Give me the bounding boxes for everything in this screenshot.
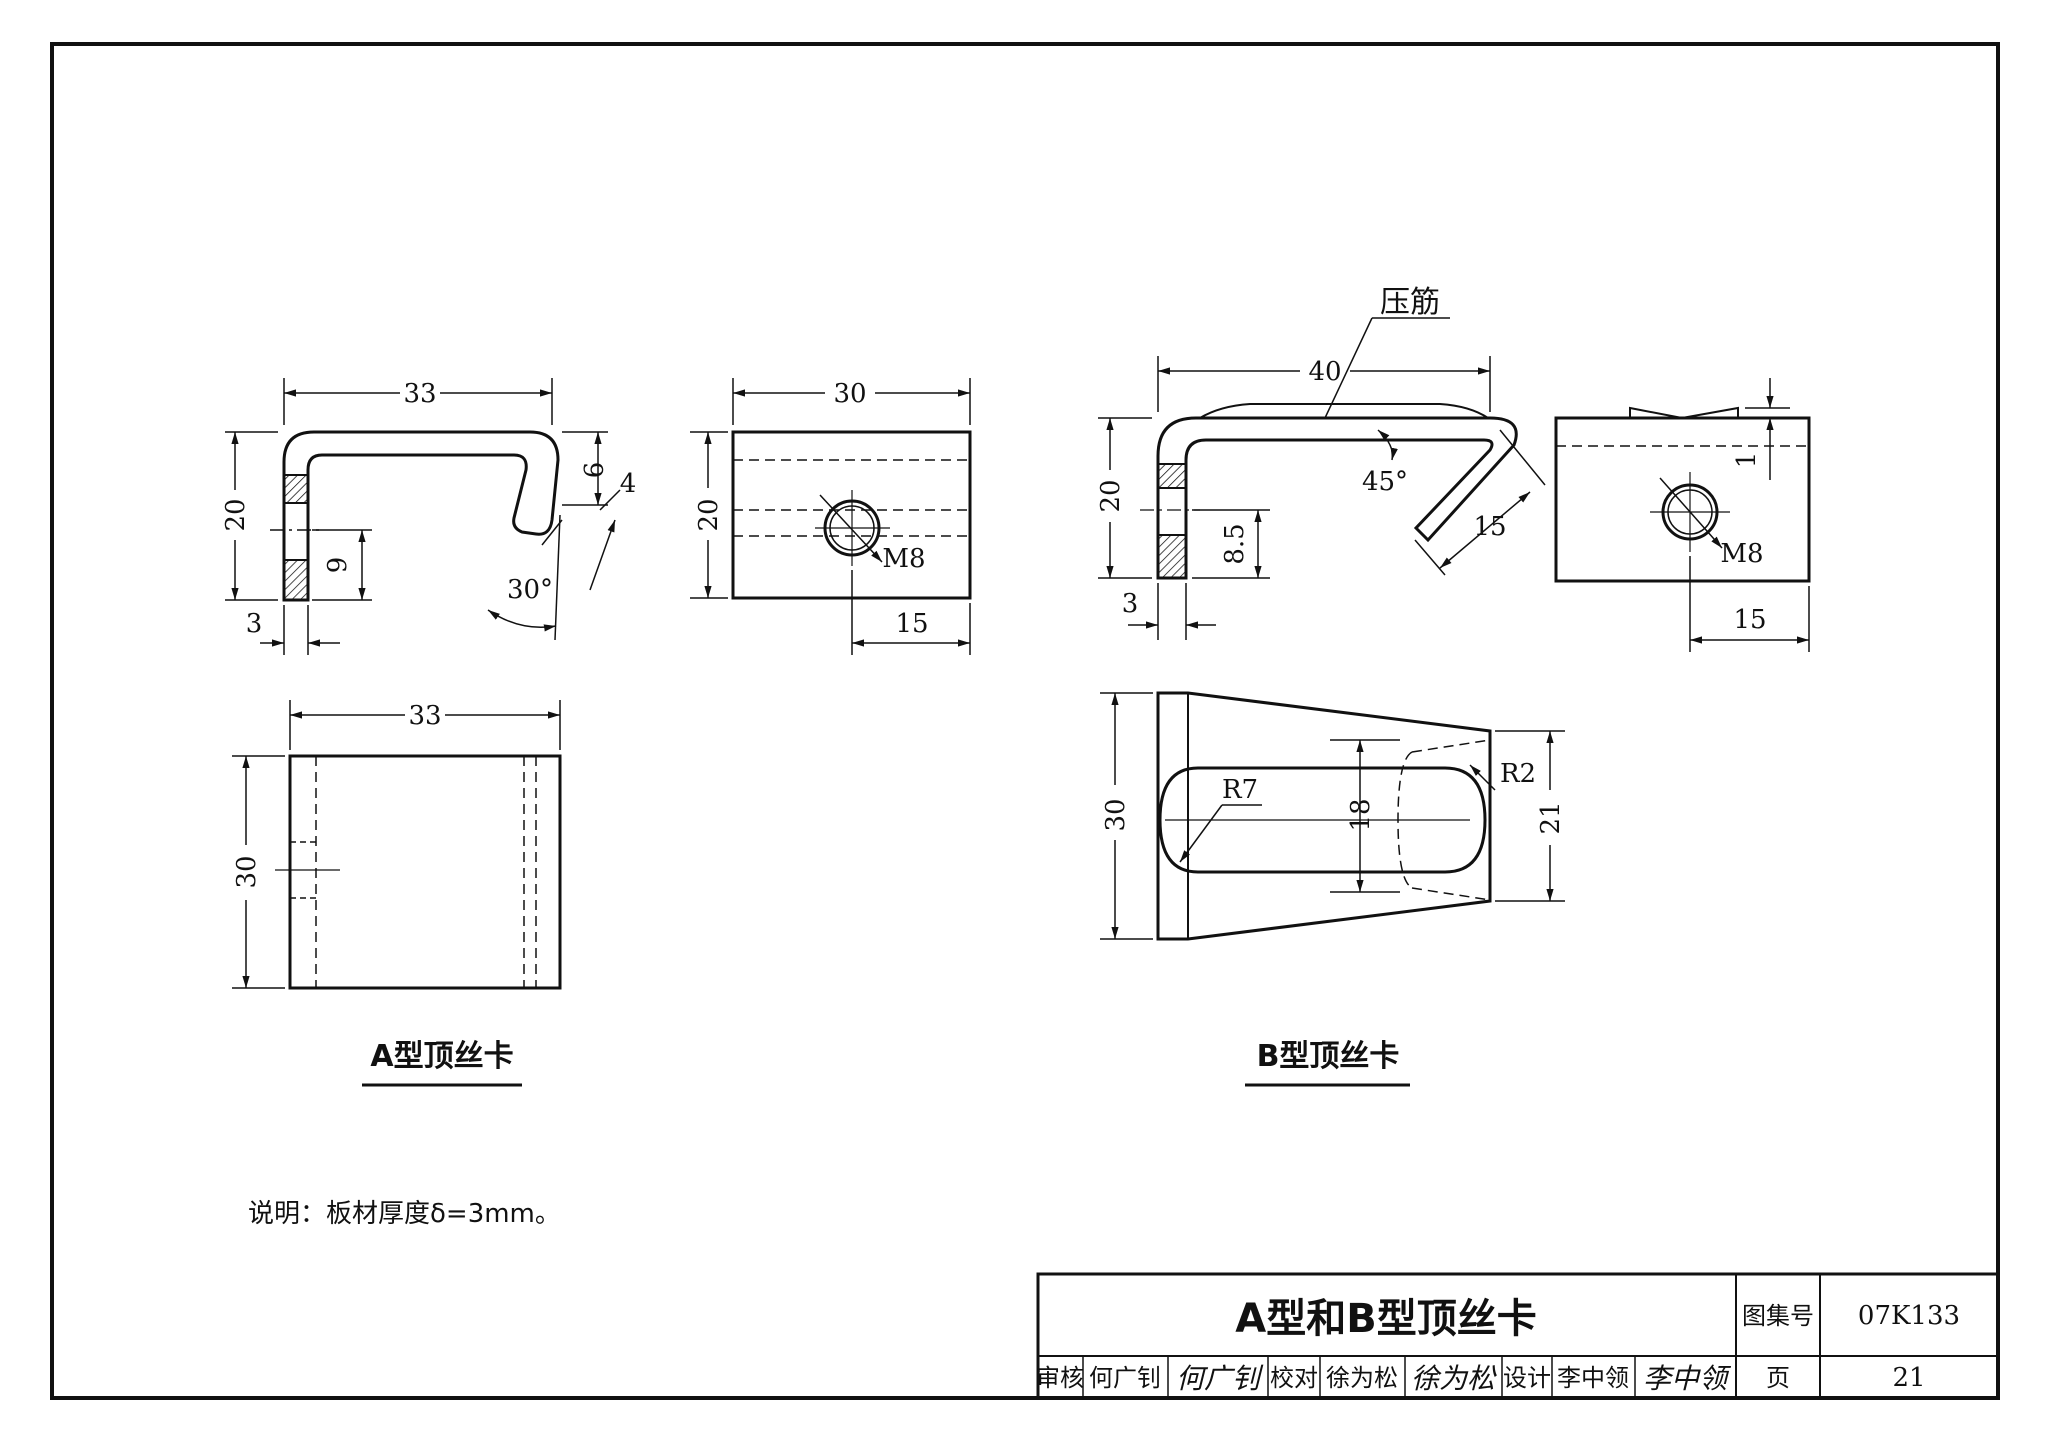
a-plan-view <box>232 700 562 990</box>
b-front-height-dim: 20 <box>1096 479 1126 512</box>
a-front-thick-dim: 3 <box>246 609 263 639</box>
b-front-view <box>1098 317 1546 640</box>
check-label: 校对 <box>1270 1364 1318 1392</box>
b-side-view <box>1554 378 1811 652</box>
atlas-label: 图集号 <box>1742 1302 1814 1330</box>
a-front-tip-dim: 4 <box>620 469 637 499</box>
b-plan-view <box>1100 691 1565 941</box>
b-front-thick-dim: 3 <box>1122 589 1139 619</box>
caption-a: A型顶丝卡 <box>370 1039 513 1074</box>
a-side-height-dim: 20 <box>694 498 724 531</box>
page-label: 页 <box>1766 1364 1790 1392</box>
atlas-no: 07K133 <box>1858 1301 1960 1331</box>
a-front-top-dim: 33 <box>403 379 436 409</box>
b-front-angle: 45° <box>1362 467 1408 497</box>
b-plan-slot-dim: 18 <box>1346 798 1376 831</box>
caption-b: B型顶丝卡 <box>1257 1039 1400 1074</box>
a-side-view <box>690 378 972 655</box>
a-side-offset-dim: 15 <box>895 609 928 639</box>
a-front-lip-dim: 9 <box>577 462 607 479</box>
a-front-angle: 30° <box>507 575 553 605</box>
a-front-view <box>225 378 621 655</box>
sheet-border <box>50 42 2000 1400</box>
b-side-rib-dim: 1 <box>1732 452 1762 469</box>
a-side-thread: M8 <box>882 544 925 574</box>
design-label: 设计 <box>1503 1364 1551 1392</box>
page-no: 21 <box>1892 1363 1925 1393</box>
review-label: 审核 <box>1036 1364 1084 1392</box>
checker-signature: 徐为松 <box>1411 1362 1497 1395</box>
b-plan-r-small: R2 <box>1500 759 1536 789</box>
b-plan-end-dim: 21 <box>1536 801 1566 834</box>
b-front-top-dim: 40 <box>1308 357 1341 387</box>
b-side-offset-dim: 15 <box>1733 605 1766 635</box>
a-plan-top-dim: 33 <box>408 701 441 731</box>
a-plan-height-dim: 30 <box>232 855 262 888</box>
designer-name: 李中领 <box>1557 1364 1629 1392</box>
b-plan-r-large: R7 <box>1222 775 1258 805</box>
b-side-thread: M8 <box>1720 539 1763 569</box>
note: 说明：板材厚度δ=3mm。 <box>248 1199 561 1229</box>
title-block-title: A型和B型顶丝卡 <box>1235 1296 1536 1342</box>
b-front-gap-dim: 8.5 <box>1220 523 1250 564</box>
b-front-hook-dim: 15 <box>1473 512 1506 542</box>
a-front-gap-dim: 9 <box>323 557 353 574</box>
b-front-rib-label: 压筋 <box>1380 285 1440 320</box>
designer-signature: 李中领 <box>1643 1362 1732 1395</box>
checker-name: 徐为松 <box>1326 1364 1398 1392</box>
title-block <box>1036 1272 2000 1400</box>
reviewer-signature: 何广钊 <box>1176 1362 1264 1395</box>
b-plan-width-dim: 30 <box>1101 798 1131 831</box>
a-side-top-dim: 30 <box>833 379 866 409</box>
a-front-height-dim: 20 <box>221 498 251 531</box>
reviewer-name: 何广钊 <box>1089 1364 1161 1392</box>
